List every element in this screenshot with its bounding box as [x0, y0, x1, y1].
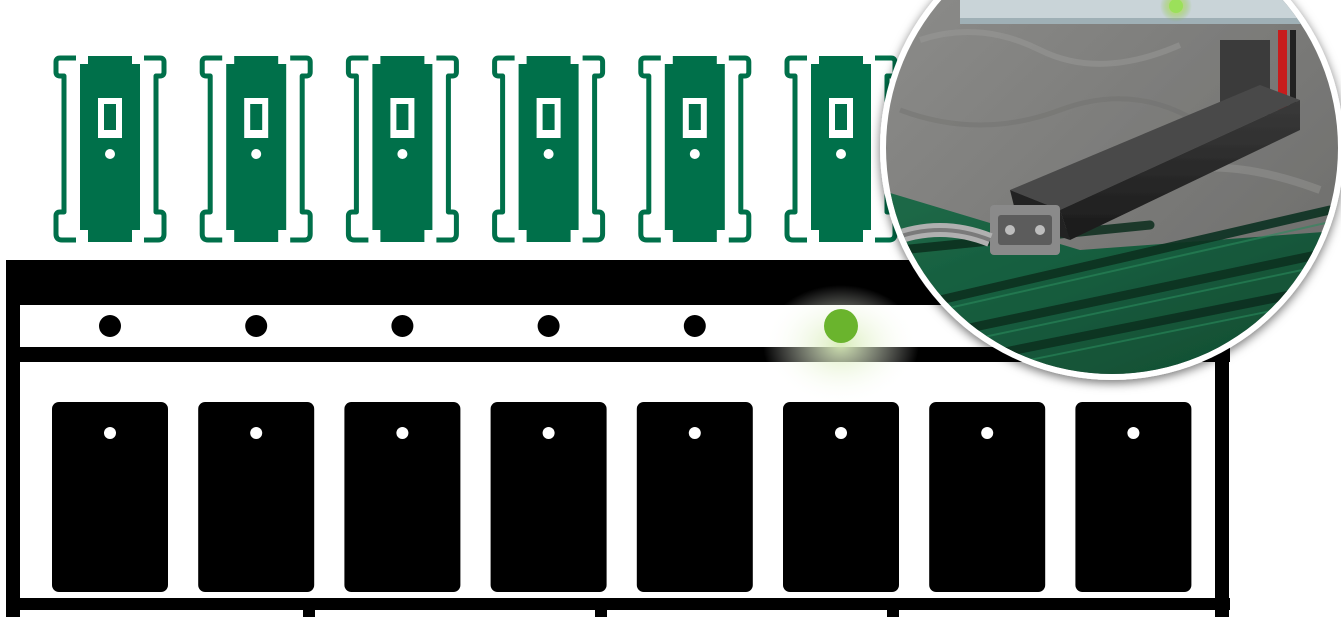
rack-slot [198, 402, 314, 592]
rack-left-post [6, 260, 20, 617]
slot-dot [543, 427, 555, 439]
slot-dot [250, 427, 262, 439]
rack-foot [887, 598, 899, 617]
slot-dot [1127, 427, 1139, 439]
carrier [56, 56, 164, 242]
slot-dot [689, 427, 701, 439]
indicator-light [391, 315, 413, 337]
indicator-light-active [824, 309, 858, 343]
slot-dot [835, 427, 847, 439]
indicator-glow [763, 285, 919, 405]
rack-slot [637, 402, 753, 592]
indicator-light [99, 315, 121, 337]
rack-slot [1075, 402, 1191, 592]
inset-photo [880, 0, 1341, 380]
slot-dot [104, 427, 116, 439]
indicator-light [684, 315, 706, 337]
indicator-glow-layer [763, 285, 919, 405]
rack-slot [491, 402, 607, 592]
slot-dot [981, 427, 993, 439]
rack-slot [52, 402, 168, 592]
carrier [787, 56, 895, 242]
carrier [348, 56, 456, 242]
rack-slot [344, 402, 460, 592]
rack-slot [783, 402, 899, 592]
indicator-row [99, 309, 858, 343]
indicator-light [245, 315, 267, 337]
rack-foot [595, 598, 607, 617]
slot-dot [396, 427, 408, 439]
carrier [202, 56, 310, 242]
carrier-row [56, 56, 895, 242]
rack-slot [929, 402, 1045, 592]
rack-foot [303, 598, 315, 617]
indicator-light [538, 315, 560, 337]
rack-bottom-bar [6, 598, 1230, 610]
carrier [495, 56, 603, 242]
slot-row [52, 402, 1191, 592]
carrier [641, 56, 749, 242]
